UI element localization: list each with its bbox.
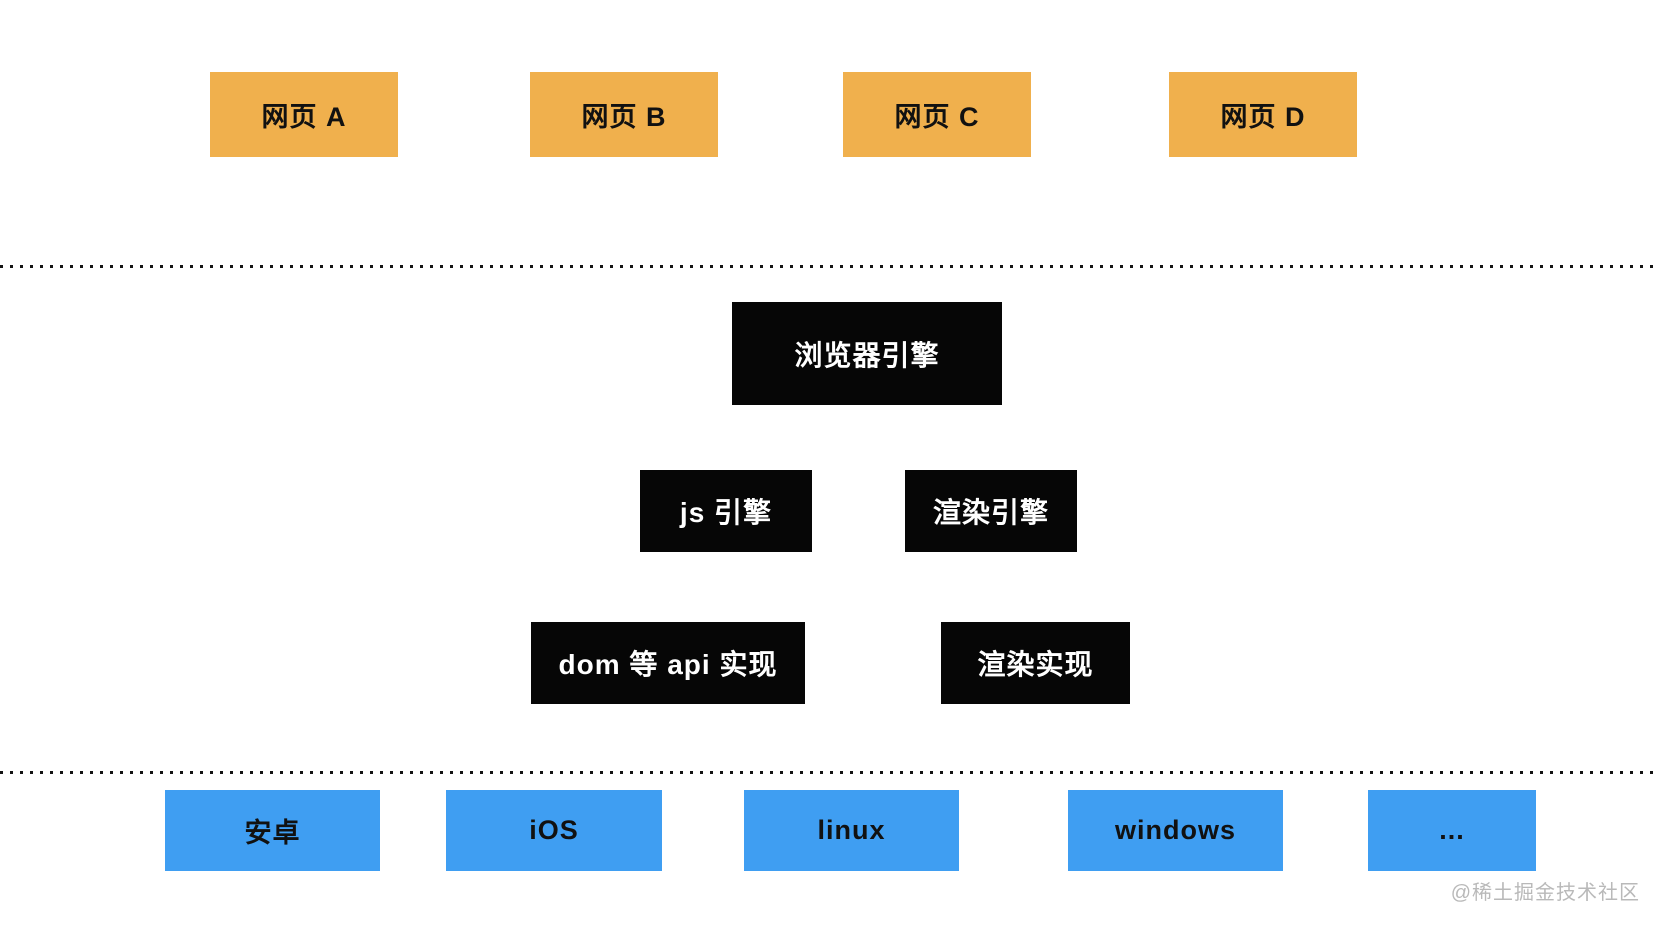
webpage-b-box: 网页 B <box>530 72 718 157</box>
browser-engine-box: 浏览器引擎 <box>732 302 1002 405</box>
webpage-c-box: 网页 C <box>843 72 1031 157</box>
webpage-d-box: 网页 D <box>1169 72 1357 157</box>
juejin-watermark: @稀土掘金技术社区 <box>1450 882 1640 904</box>
platform-android-box: 安卓 <box>165 790 380 871</box>
platform-windows-box: windows <box>1068 790 1283 871</box>
render-implementation-box: 渲染实现 <box>941 622 1130 704</box>
platform-more-box: ... <box>1368 790 1536 871</box>
dom-api-implementation-box: dom 等 api 实现 <box>531 622 805 704</box>
platform-ios-box: iOS <box>446 790 662 871</box>
dotted-separator-bottom <box>0 771 1656 774</box>
platform-linux-box: linux <box>744 790 959 871</box>
webpage-a-box: 网页 A <box>210 72 398 157</box>
js-engine-box: js 引擎 <box>640 470 812 552</box>
render-engine-box: 渲染引擎 <box>905 470 1077 552</box>
dotted-separator-top <box>0 265 1656 268</box>
